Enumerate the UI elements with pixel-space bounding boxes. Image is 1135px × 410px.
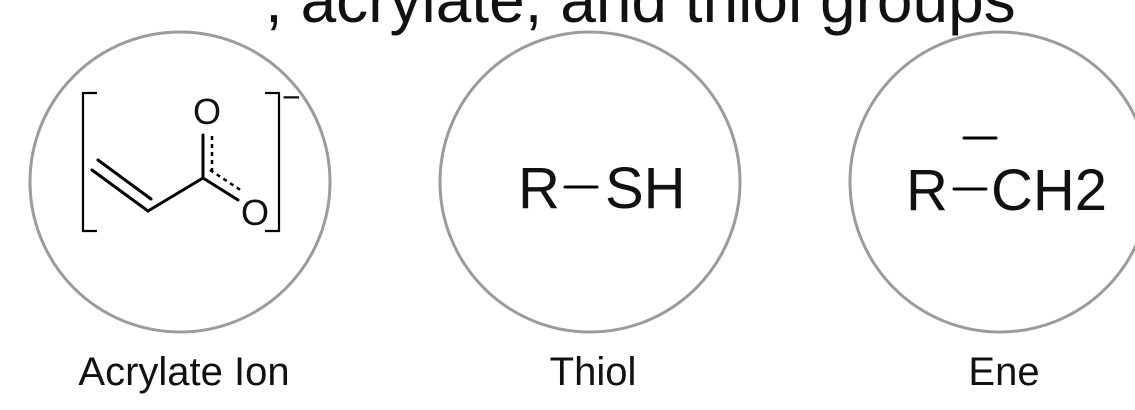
negative-charge: − bbox=[282, 79, 301, 115]
thiol-sh: SH bbox=[605, 156, 686, 221]
thiol-r: R bbox=[518, 156, 560, 221]
acrylate-group: O O − Acrylate Ion bbox=[28, 30, 332, 394]
left-bracket bbox=[81, 91, 97, 233]
right-bracket bbox=[265, 91, 281, 233]
ene-r: R bbox=[906, 158, 948, 223]
acrylate-circle bbox=[28, 30, 332, 334]
cc-double-bond-b bbox=[96, 158, 153, 201]
ene-label: Ene bbox=[968, 350, 1039, 394]
oxygen-right: O bbox=[241, 192, 269, 233]
header-text: , acrylate, and thiol groups bbox=[265, 0, 1016, 36]
thiol-label: Thiol bbox=[550, 350, 637, 394]
co-bond-lower-solid bbox=[201, 176, 240, 202]
ene-circle bbox=[848, 30, 1135, 334]
cc-single-bond bbox=[146, 176, 205, 213]
ene-ch2: CH2 bbox=[991, 158, 1107, 223]
oxygen-top: O bbox=[193, 91, 221, 132]
acrylate-label: Acrylate Ion bbox=[78, 350, 289, 394]
thiol-circle bbox=[438, 30, 742, 334]
co-bond-lower-dashed bbox=[209, 168, 243, 193]
ene-group: R CH2 Ene bbox=[848, 30, 1135, 394]
thiol-group: R SH Thiol bbox=[438, 30, 742, 394]
cc-double-bond-a bbox=[90, 168, 150, 213]
